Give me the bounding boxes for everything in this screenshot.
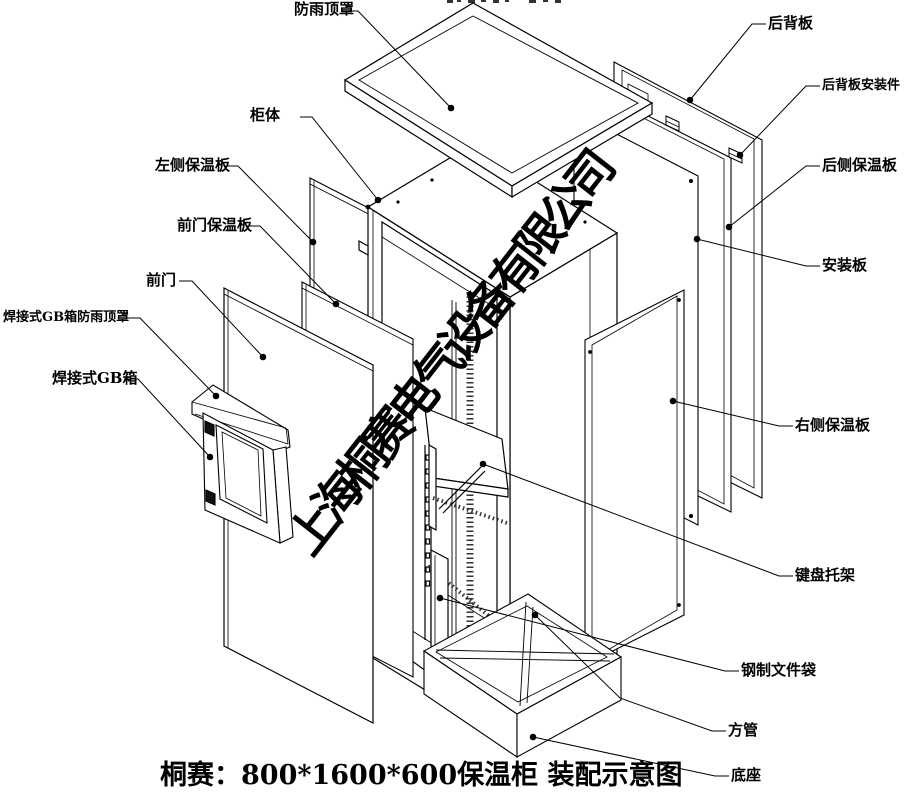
leader-left-insulation-panel xyxy=(224,165,317,246)
label-rear-insulation-panel: 后侧保温板 xyxy=(822,156,898,174)
label-mounting-plate: 安装板 xyxy=(822,256,868,274)
gb-box-shape xyxy=(202,412,294,544)
label-keyboard-bracket: 键盘托架 xyxy=(795,566,856,584)
cabinet-interior xyxy=(382,236,509,685)
leader-lines xyxy=(124,10,820,777)
label-left-insulation-panel: 左侧保温板 xyxy=(155,156,231,174)
right-insulation-panel-shape xyxy=(584,289,685,666)
leader-square-tube xyxy=(531,611,726,732)
leader-rain-top-cover xyxy=(350,10,455,112)
rain-top-cover-shape xyxy=(343,2,654,199)
leader-front-door-insulation xyxy=(246,225,340,308)
leader-rear-back-panel xyxy=(686,23,766,104)
leader-rear-insulation-panel xyxy=(725,165,820,231)
leader-mounting-plate xyxy=(693,235,820,267)
keyboard-bracket-shape xyxy=(424,407,509,532)
leader-steel-document-pocket xyxy=(436,594,739,672)
label-rear-back-panel-mounts: 后背板安装件 xyxy=(822,78,901,93)
leader-front-door xyxy=(179,280,267,361)
label-gb-box: 焊接式GB箱 xyxy=(52,369,138,387)
leader-rear-back-panel-mounts xyxy=(736,85,820,159)
label-base: 底座 xyxy=(731,766,762,784)
leader-keyboard-bracket xyxy=(479,460,793,577)
leader-gb-box xyxy=(124,378,214,461)
leader-cabinet-body xyxy=(300,116,382,204)
label-right-insulation-panel: 右侧保温板 xyxy=(795,416,871,434)
clipped-top-text-marks xyxy=(447,0,561,3)
leader-gb-box-rain-cover xyxy=(126,317,220,400)
label-front-door-insulation: 前门保温板 xyxy=(177,216,253,234)
leader-right-insulation-panel xyxy=(669,397,793,427)
label-cabinet-body: 柜体 xyxy=(250,106,281,124)
label-rain-top-cover: 防雨顶罩 xyxy=(294,0,355,18)
label-square-tube: 方管 xyxy=(728,721,759,739)
label-gb-box-rain-cover: 焊接式GB箱防雨顶罩 xyxy=(3,310,130,325)
label-steel-document-pocket: 钢制文件袋 xyxy=(741,661,817,679)
label-rear-back-panel: 后背板 xyxy=(768,14,814,32)
leader-base xyxy=(529,733,729,777)
label-front-door: 前门 xyxy=(146,271,177,289)
gb-box-hinges xyxy=(204,420,216,506)
door-latch xyxy=(358,239,369,257)
drawing-title: 桐赛：800*1600*600保温柜 装配示意图 xyxy=(160,760,683,791)
